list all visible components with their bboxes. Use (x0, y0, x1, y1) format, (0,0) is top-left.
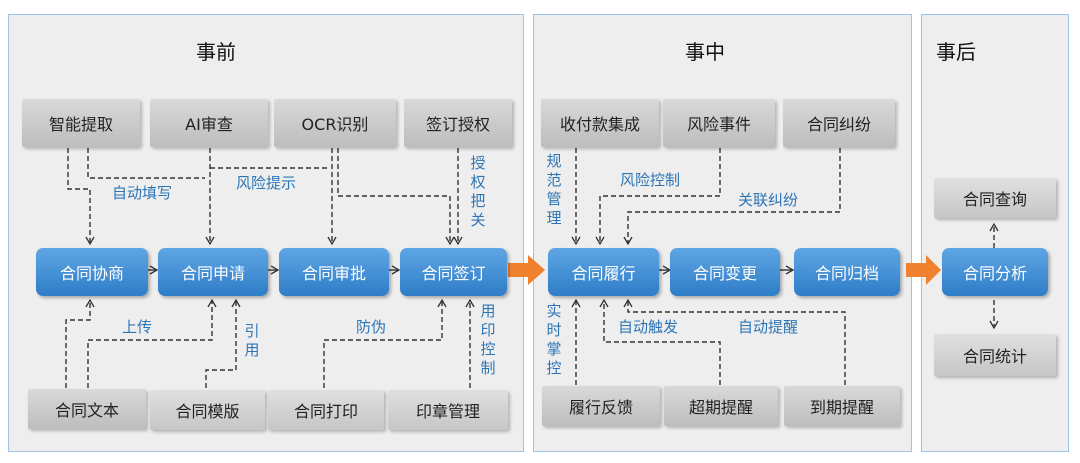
input-dispute: 合同纠纷 (783, 99, 895, 147)
flow-perform: 合同履行 (548, 248, 659, 296)
flow-approve: 合同审批 (279, 248, 389, 296)
section-title-after: 事后 (936, 40, 976, 64)
source-text: 合同文本 (28, 389, 146, 429)
label-seal-control: 用印控制 (480, 302, 496, 377)
label-standard-mgmt: 规范管理 (546, 152, 562, 227)
input-smart-extract: 智能提取 (22, 99, 140, 147)
label-related-dispute: 关联纠纷 (738, 191, 799, 209)
label-reference: 引用 (244, 322, 260, 359)
section-title-during: 事中 (685, 40, 725, 64)
source-print: 合同打印 (268, 390, 384, 430)
after-query: 合同查询 (934, 178, 1056, 218)
label-auto-trigger: 自动触发 (618, 318, 679, 336)
label-anti-fake: 防伪 (356, 318, 387, 336)
source-seal: 印章管理 (388, 390, 508, 430)
label-risk-control: 风险控制 (620, 171, 681, 189)
input-sign-auth: 签订授权 (404, 99, 512, 147)
panel-after (921, 14, 1069, 452)
after-analysis: 合同分析 (942, 248, 1048, 296)
source-template: 合同模版 (150, 390, 265, 430)
source-feedback: 履行反馈 (542, 386, 660, 426)
flow-change: 合同变更 (670, 248, 780, 296)
panel-during (533, 14, 912, 452)
label-realtime: 实时掌控 (546, 302, 562, 377)
big-arrow-1 (508, 255, 545, 285)
flow-archive: 合同归档 (794, 248, 900, 296)
input-ai-review: AI审查 (150, 99, 268, 147)
label-upload: 上传 (122, 318, 153, 336)
label-auto-remind: 自动提醒 (738, 318, 799, 336)
label-auto-fill: 自动填写 (112, 184, 173, 202)
source-overdue: 超期提醒 (664, 386, 778, 426)
big-arrow-2 (906, 255, 941, 285)
flow-sign: 合同签订 (400, 248, 507, 296)
input-payment: 收付款集成 (541, 99, 659, 147)
flow-negotiate: 合同协商 (36, 248, 148, 296)
input-ocr: OCR识别 (274, 99, 396, 147)
after-statistics: 合同统计 (934, 334, 1056, 376)
flow-apply: 合同申请 (158, 248, 268, 296)
label-risk-hint: 风险提示 (236, 174, 297, 192)
section-title-before: 事前 (196, 40, 236, 64)
label-sign-auth: 授权把关 (470, 154, 486, 229)
source-expiry: 到期提醒 (784, 386, 900, 426)
input-risk-event: 风险事件 (663, 99, 775, 147)
panel-before (8, 14, 524, 452)
